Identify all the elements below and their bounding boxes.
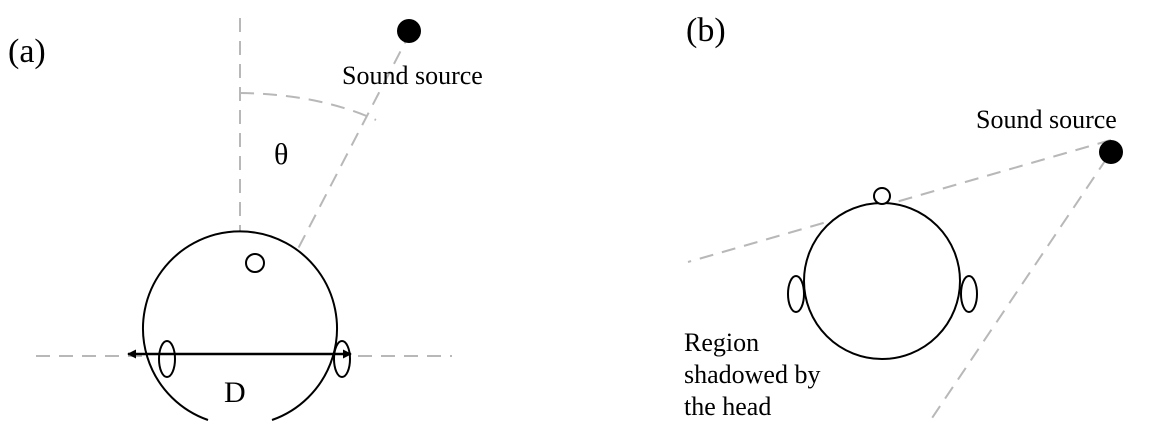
sound-source-dot-a [397,19,421,43]
left-ear [158,340,176,378]
sound-source-label-b: Sound source [976,105,1117,134]
head-outline [142,230,338,421]
nose [245,253,265,273]
panel-a-label: (a) [8,33,46,70]
angle-label: θ [274,138,288,171]
sound-source-label-a: Sound source [342,61,483,90]
left-ear-b [787,275,805,313]
panel-b: (b) Sound source Region shadowed by the … [684,12,1123,424]
upper-tangent-line [687,139,1112,263]
panel-a: (a) D θ Sound source [8,18,483,421]
shadow-region-label-line-2: shadowed by [684,360,820,389]
angle-arc [239,92,377,121]
nose-b [873,187,891,205]
head-outline-b [803,202,961,360]
sound-source-dot-b [1099,140,1123,164]
lower-tangent-line [927,157,1108,424]
distance-label: D [224,376,246,409]
right-ear-b [960,275,978,313]
shadow-region-label-line-1: Region [684,328,759,357]
panel-b-label: (b) [686,12,726,49]
right-ear [333,340,351,378]
source-direction-line [287,32,411,269]
shadow-region-label-line-3: the head [684,392,771,421]
